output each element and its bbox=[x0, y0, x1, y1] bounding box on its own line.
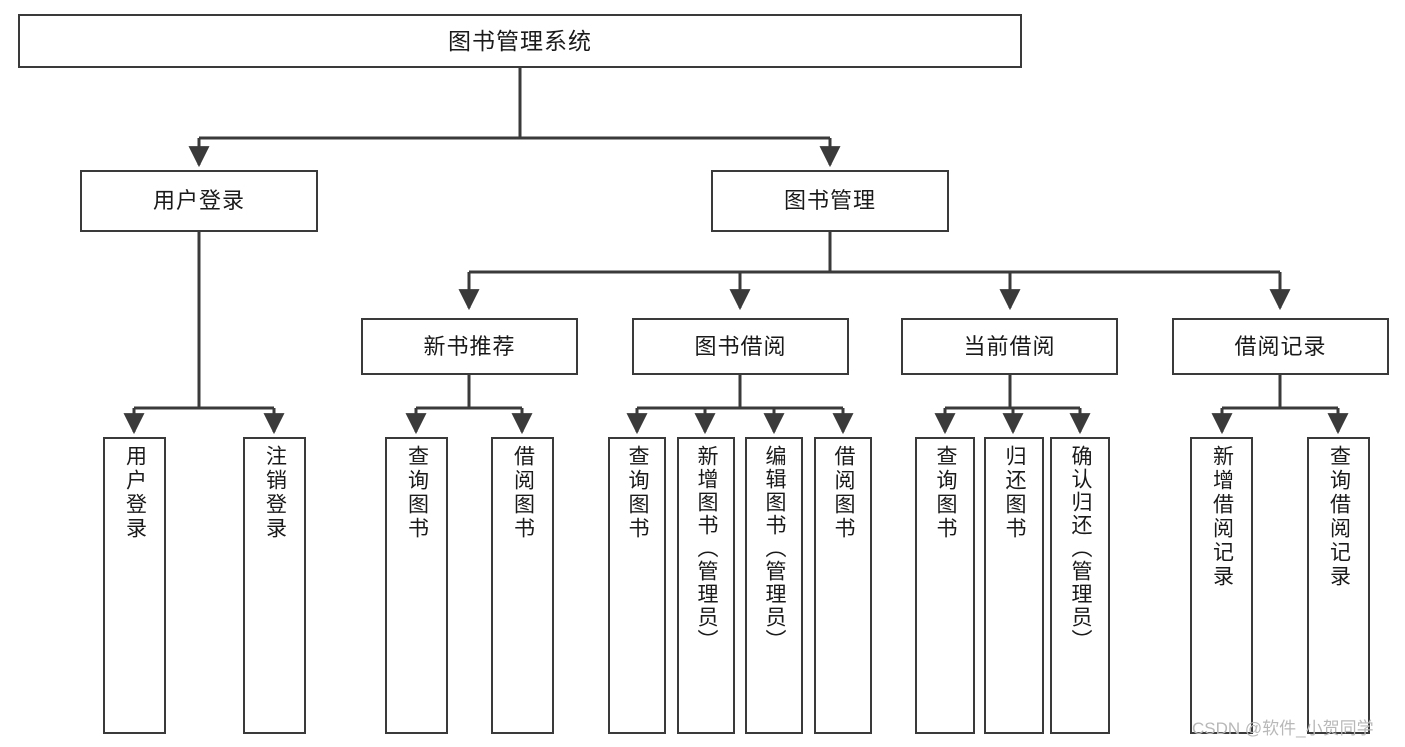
leaf-edit-book-admin[interactable]: 编辑图书（管理员） bbox=[745, 437, 803, 734]
leaf-confirm-return-admin[interactable]: 确认归还（管理员） bbox=[1050, 437, 1110, 734]
node-user-login[interactable]: 用户登录 bbox=[80, 170, 318, 232]
leaf-query-book-borrow[interactable]: 查询图书 bbox=[608, 437, 666, 734]
leaf-query-borrow-record[interactable]: 查询借阅记录 bbox=[1307, 437, 1370, 734]
node-current-borrow[interactable]: 当前借阅 bbox=[901, 318, 1118, 375]
csdn-watermark: CSDN @软件_小贺同学 bbox=[1192, 719, 1374, 738]
leaf-return-book[interactable]: 归还图书 bbox=[984, 437, 1044, 734]
node-label: 新增图书（管理员） bbox=[695, 445, 719, 652]
leaf-borrow-book-recommend[interactable]: 借阅图书 bbox=[491, 437, 554, 734]
node-label: 新增借阅记录 bbox=[1210, 445, 1234, 589]
node-book-management[interactable]: 图书管理 bbox=[711, 170, 949, 232]
leaf-borrow-book[interactable]: 借阅图书 bbox=[814, 437, 872, 734]
node-label: 查询借阅记录 bbox=[1327, 445, 1351, 589]
node-label: 注销登录 bbox=[263, 445, 287, 541]
node-label: 图书借阅 bbox=[694, 333, 787, 359]
node-label: 查询图书 bbox=[405, 445, 429, 541]
node-label: 确认归还（管理员） bbox=[1069, 445, 1093, 652]
node-label: 用户登录 bbox=[152, 188, 245, 214]
node-label: 查询图书 bbox=[626, 445, 650, 541]
node-label: 图书管理系统 bbox=[448, 27, 592, 54]
node-label: 编辑图书（管理员） bbox=[763, 445, 787, 652]
node-label: 借阅记录 bbox=[1234, 333, 1327, 359]
node-label: 用户登录 bbox=[123, 445, 147, 541]
node-label: 归还图书 bbox=[1003, 445, 1027, 541]
node-book-borrow[interactable]: 图书借阅 bbox=[632, 318, 849, 375]
node-borrow-record[interactable]: 借阅记录 bbox=[1172, 318, 1389, 375]
node-label: 图书管理 bbox=[783, 188, 876, 214]
node-label: 借阅图书 bbox=[511, 445, 535, 541]
leaf-logout[interactable]: 注销登录 bbox=[243, 437, 306, 734]
node-root-system[interactable]: 图书管理系统 bbox=[18, 14, 1022, 68]
node-label: 借阅图书 bbox=[832, 445, 856, 541]
leaf-query-book-recommend[interactable]: 查询图书 bbox=[385, 437, 448, 734]
node-label: 查询图书 bbox=[934, 445, 958, 541]
leaf-add-book-admin[interactable]: 新增图书（管理员） bbox=[677, 437, 735, 734]
node-label: 新书推荐 bbox=[423, 333, 516, 359]
leaf-query-book-current[interactable]: 查询图书 bbox=[915, 437, 975, 734]
leaf-add-borrow-record[interactable]: 新增借阅记录 bbox=[1190, 437, 1253, 734]
node-label: 当前借阅 bbox=[963, 333, 1056, 359]
node-new-book-recommend[interactable]: 新书推荐 bbox=[361, 318, 578, 375]
leaf-user-login[interactable]: 用户登录 bbox=[103, 437, 166, 734]
